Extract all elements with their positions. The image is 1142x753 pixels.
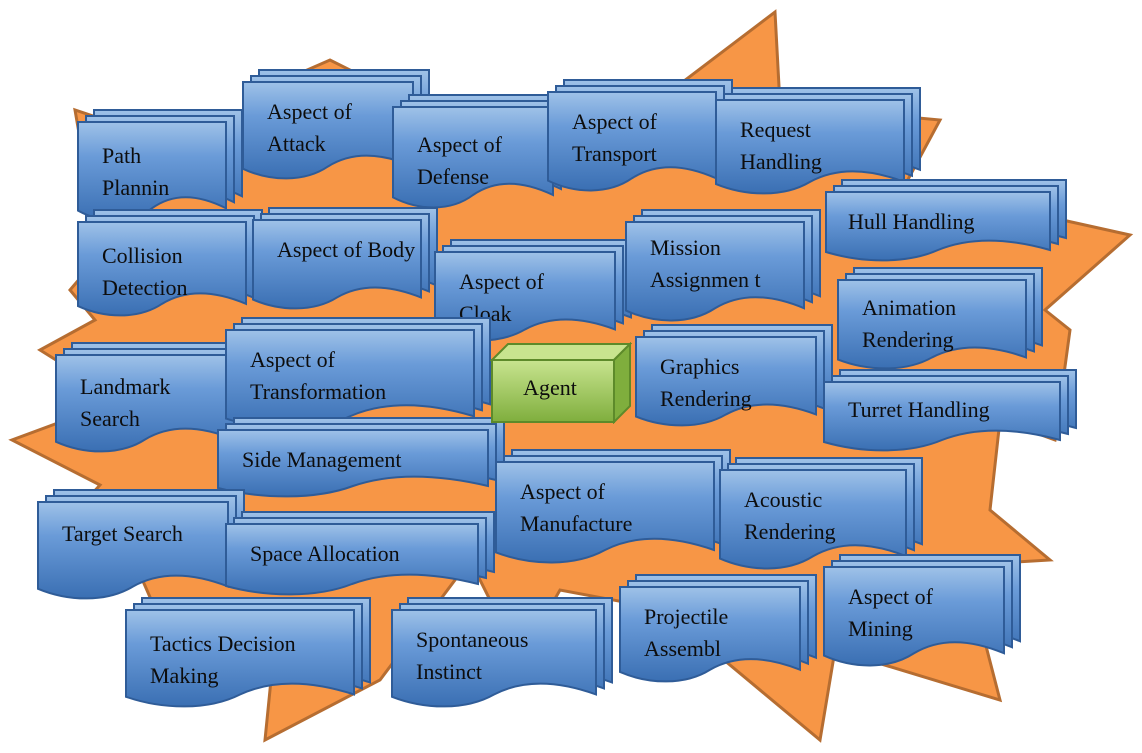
node-label: Aspect of Manufacture <box>520 479 633 536</box>
node-label: Acoustic Rendering <box>744 487 836 544</box>
multi-document-shape <box>391 597 613 708</box>
multi-document-shape <box>225 317 491 430</box>
multi-document-shape <box>55 342 251 453</box>
node-label: Side Management <box>242 447 402 472</box>
node-hull-handling: Hull Handling <box>825 179 1070 280</box>
multi-document-shape <box>823 554 1021 667</box>
document-page <box>715 99 905 195</box>
document-page <box>37 501 229 600</box>
node-spontaneous-instinct: Spontaneous Instinct <box>391 597 616 726</box>
node-label: Animation Rendering <box>862 295 957 352</box>
multi-document-shape <box>252 207 438 310</box>
multi-document-shape <box>825 179 1067 262</box>
multi-document-shape <box>495 449 731 564</box>
document-page <box>635 336 817 427</box>
node-aspect-of-transformation: Aspect of Transformation <box>225 317 494 448</box>
node-aspect-of-transport: Aspect of Transport <box>547 79 736 210</box>
node-tactics-decision-making: Tactics Decision Making <box>125 597 374 726</box>
agent-block-shape <box>490 342 632 424</box>
agent-label: Agent <box>523 375 577 400</box>
document-page <box>823 566 1005 667</box>
multi-document-shape <box>392 94 570 209</box>
document-page <box>225 523 479 596</box>
node-aspect-of-attack: Aspect of Attack <box>242 69 433 198</box>
node-acoustic-rendering: Acoustic Rendering <box>719 457 926 588</box>
node-label: Collision Detection <box>102 243 188 300</box>
node-label: Spontaneous Instinct <box>416 627 529 684</box>
document-page <box>77 221 247 317</box>
multi-document-shape <box>625 209 821 322</box>
multi-document-shape <box>225 511 495 596</box>
node-path-plannin: Path Plannin <box>77 109 246 240</box>
node-animation-rendering: Animation Rendering <box>837 267 1046 388</box>
node-label: Hull Handling <box>848 209 975 234</box>
document-page <box>391 609 597 708</box>
document-page <box>619 586 801 683</box>
multi-document-shape <box>77 209 263 317</box>
multi-document-shape <box>242 69 430 180</box>
document-page <box>392 106 554 209</box>
multi-document-shape <box>635 324 833 427</box>
multi-document-shape <box>719 457 923 570</box>
document-page <box>252 219 422 310</box>
node-target-search: Target Search <box>37 489 248 618</box>
document-page <box>495 461 715 564</box>
node-space-allocation: Space Allocation <box>225 511 498 614</box>
multi-document-shape <box>715 87 921 195</box>
node-label: Aspect of Transport <box>572 109 657 166</box>
node-landmark-search: Landmark Search <box>55 342 254 471</box>
multi-document-shape <box>619 574 817 683</box>
multi-document-shape <box>217 417 505 498</box>
node-label: Target Search <box>62 521 183 546</box>
node-graphics-rendering: Graphics Rendering <box>635 324 836 445</box>
multi-document-shape <box>547 79 733 192</box>
node-label: Aspect of Defense <box>417 132 502 189</box>
node-label: Mission Assignmen t <box>650 235 761 292</box>
node-side-management: Side Management <box>217 417 508 516</box>
node-mission-assignmen-t: Mission Assignmen t <box>625 209 824 340</box>
node-label: Tactics Decision Making <box>150 631 296 688</box>
node-label: Aspect of Attack <box>267 99 352 156</box>
node-aspect-of-mining: Aspect of Mining <box>823 554 1024 685</box>
document-page <box>217 429 489 498</box>
node-label: Landmark Search <box>80 374 171 431</box>
document-page <box>825 191 1051 262</box>
multi-document-shape <box>77 109 243 222</box>
node-label: Request Handling <box>740 117 822 174</box>
node-label: Aspect of Body <box>277 237 416 262</box>
multi-document-shape <box>823 369 1077 452</box>
node-projectile-assembl: Projectile Assembl <box>619 574 820 701</box>
document-page <box>719 469 907 570</box>
node-label: Path Plannin <box>102 143 170 200</box>
multi-document-shape <box>125 597 371 708</box>
document-page <box>125 609 355 708</box>
document-page <box>625 221 805 322</box>
node-label: Space Allocation <box>250 541 400 566</box>
node-aspect-of-defense: Aspect of Defense <box>392 94 573 227</box>
node-label: Aspect of Transformation <box>250 347 387 404</box>
node-label: Graphics Rendering <box>660 354 752 411</box>
document-page <box>837 279 1027 370</box>
agent-node: Agent <box>490 342 632 424</box>
node-turret-handling: Turret Handling <box>823 369 1080 470</box>
document-page <box>547 91 717 192</box>
node-label: Projectile Assembl <box>644 604 729 661</box>
node-label: Aspect of Mining <box>848 584 933 641</box>
multi-document-shape <box>837 267 1043 370</box>
node-aspect-of-manufacture: Aspect of Manufacture <box>495 449 734 582</box>
node-collision-detection: Collision Detection <box>77 209 266 335</box>
node-aspect-of-body: Aspect of Body <box>252 207 441 328</box>
multi-document-shape <box>37 489 245 600</box>
document-page <box>823 381 1061 452</box>
node-request-handling: Request Handling <box>715 87 924 213</box>
node-label: Turret Handling <box>848 397 990 422</box>
